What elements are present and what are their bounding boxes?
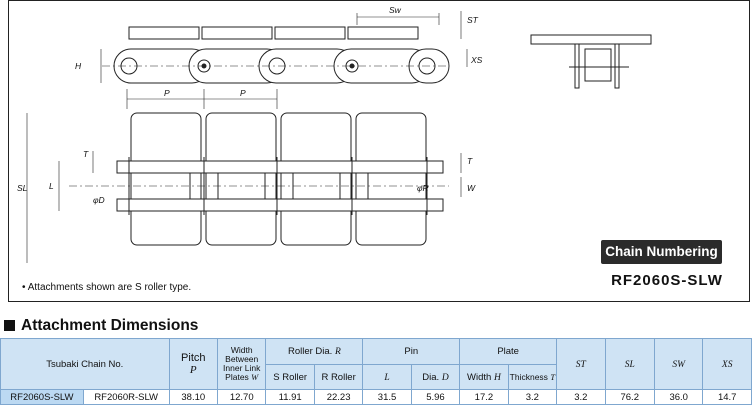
pitch-cell: 38.10 (168, 389, 219, 405)
s-roller-cell: 11.91 (265, 389, 315, 405)
dim-d-label: φD (93, 195, 105, 205)
header-pin-d: Dia. D (410, 364, 461, 390)
section-heading: Attachment Dimensions (4, 317, 198, 335)
dim-t-label-2: T (467, 156, 473, 166)
dim-xs-label: XS (470, 55, 483, 65)
sl-cell: 76.2 (604, 389, 655, 405)
dim-p-label-1: P (164, 88, 170, 98)
dim-p-label-2: P (240, 88, 246, 98)
header-st: ST (556, 338, 606, 390)
dim-sw-label: Sw (389, 5, 402, 15)
dim-st-label: ST (467, 15, 479, 25)
plate-t-cell: 3.2 (507, 389, 558, 405)
header-r-roller: R Roller (313, 364, 364, 390)
header-xs: XS (702, 338, 752, 390)
end-view (530, 34, 652, 89)
dim-w-label: W (467, 183, 476, 193)
header-sl: SL (604, 338, 655, 390)
s-chain-cell: RF2060S-SLW (0, 389, 84, 405)
section-title: Attachment Dimensions (21, 317, 199, 334)
table-row: RF2060S-SLW RF2060R-SLW 38.10 12.70 11.9… (0, 389, 752, 405)
plan-view (69, 112, 449, 246)
header-plate-thickness: Thickness T (507, 364, 558, 390)
dim-r-label: φR (417, 183, 429, 193)
pin-d-cell: 5.96 (410, 389, 461, 405)
header-pin: Pin (362, 338, 461, 365)
header-roller-dia: Roller Dia. R (265, 338, 364, 365)
width-w-cell: 12.70 (216, 389, 267, 405)
chain-numbering-badge: Chain Numbering (601, 240, 722, 264)
chain-numbering-code: RF2060S-SLW (611, 272, 723, 289)
plate-h-cell: 17.2 (459, 389, 509, 405)
technical-drawing-frame: Sw ST XS H P P T T L SL W φD φR • Attach… (8, 0, 750, 302)
dim-h-label: H (75, 61, 82, 71)
xs-cell: 14.7 (702, 389, 752, 405)
r-roller-cell: 22.23 (313, 389, 364, 405)
dim-sl-label: SL (17, 183, 28, 193)
dim-l-label: L (49, 181, 54, 191)
dimension-labels: Sw ST XS H P P T T L SL W φD φR (17, 5, 483, 205)
dim-t-label-1: T (83, 149, 89, 159)
r-chain-cell: RF2060R-SLW (82, 389, 170, 405)
chain-drawing: Sw ST XS H P P T T L SL W φD φR (17, 5, 652, 263)
sw-cell: 36.0 (653, 389, 704, 405)
header-plate-width: Width H (459, 364, 509, 390)
header-plate: Plate (459, 338, 558, 365)
side-view-attachments (102, 26, 450, 84)
pin-l-cell: 31.5 (362, 389, 412, 405)
section-square-icon (4, 320, 15, 331)
header-s-roller: S Roller (265, 364, 315, 390)
header-sw: SW (653, 338, 704, 390)
header-pin-l: L (362, 364, 412, 390)
header-chain-no: Tsubaki Chain No. (0, 338, 170, 390)
st-cell: 3.2 (556, 389, 606, 405)
attachment-note: • Attachments shown are S roller type. (22, 282, 192, 293)
